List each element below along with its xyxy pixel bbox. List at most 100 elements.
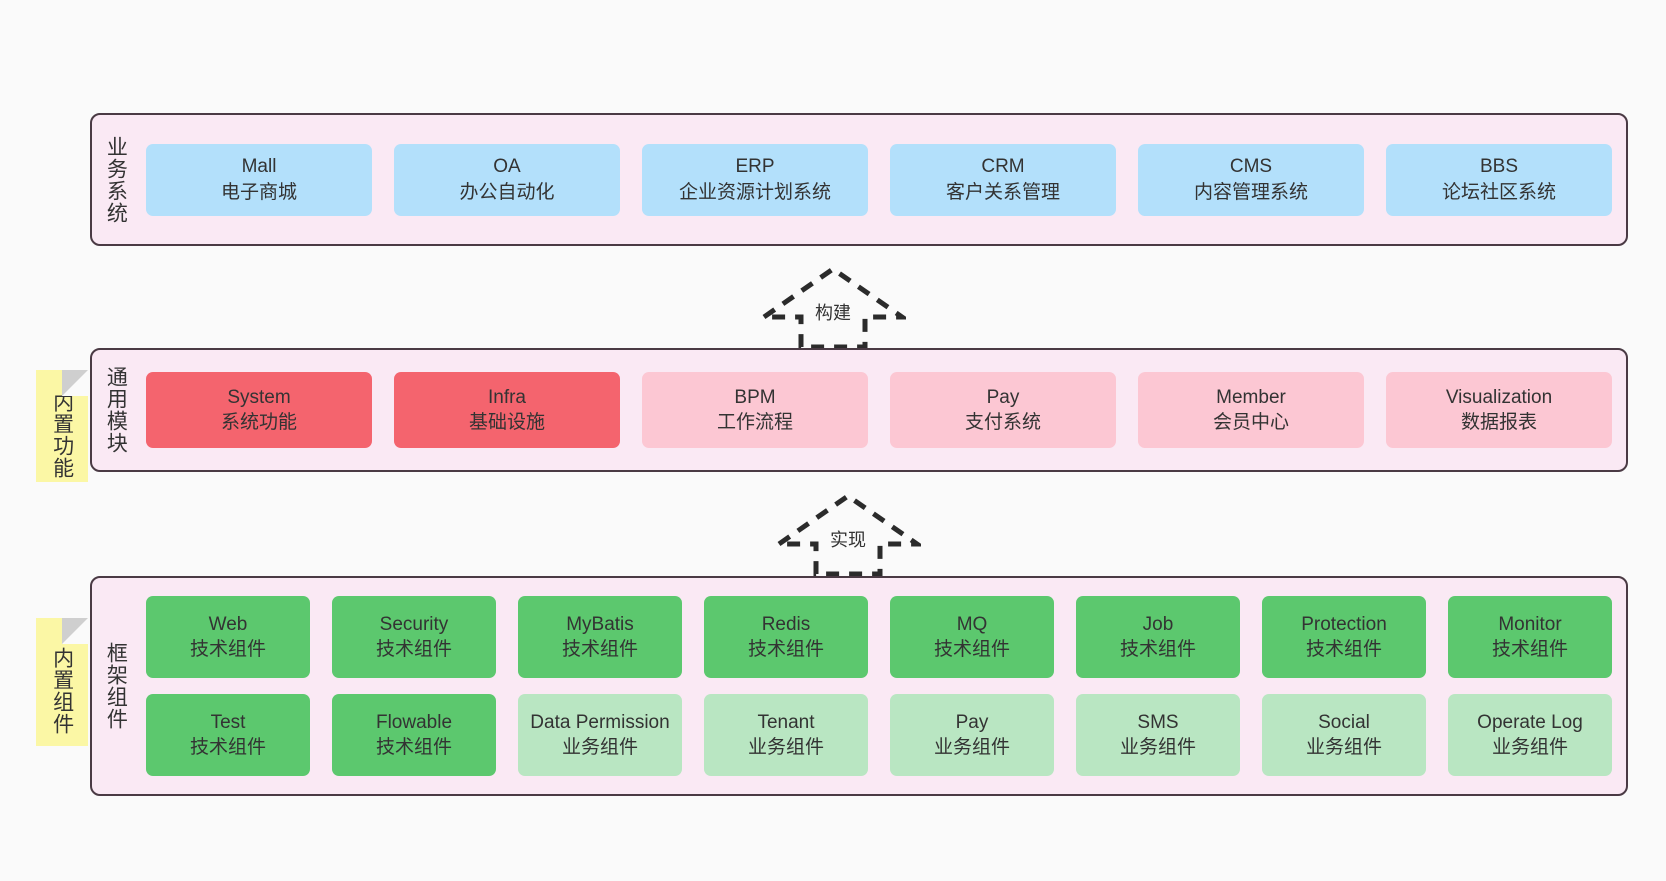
card-title: Pay bbox=[955, 711, 989, 733]
card-title: ERP bbox=[735, 156, 775, 178]
card-title: Tenant bbox=[757, 711, 815, 733]
card-subtitle: 业务组件 bbox=[1119, 737, 1196, 758]
card-title: Pay bbox=[986, 386, 1020, 408]
card-subtitle: 业务组件 bbox=[933, 737, 1010, 758]
sticky-note-label: 内置功能 bbox=[50, 391, 74, 479]
card-title: MQ bbox=[956, 613, 988, 635]
card-subtitle: 企业资源计划系统 bbox=[678, 181, 831, 203]
card-subtitle: 系统功能 bbox=[220, 412, 297, 433]
card-title: System bbox=[227, 386, 291, 408]
card-title: Visualization bbox=[1445, 386, 1553, 408]
card-member[interactable]: Member 会员中心 bbox=[1138, 372, 1364, 448]
card-title: CRM bbox=[981, 156, 1025, 178]
card-subtitle: 支付系统 bbox=[964, 412, 1041, 433]
implement-arrow-shape bbox=[775, 492, 921, 577]
card-test[interactable]: Test 技术组件 bbox=[146, 694, 310, 776]
card-subtitle: 业务组件 bbox=[747, 737, 824, 758]
card-title: Protection bbox=[1301, 613, 1387, 635]
card-redis[interactable]: Redis 技术组件 bbox=[704, 596, 868, 678]
implement-arrow: 实现 bbox=[775, 490, 921, 578]
card-title: Operate Log bbox=[1477, 711, 1583, 733]
card-subtitle: 技术组件 bbox=[375, 639, 452, 660]
card-tenant[interactable]: Tenant 业务组件 bbox=[704, 694, 868, 776]
card-title: CMS bbox=[1229, 156, 1273, 178]
card-cms[interactable]: CMS 内容管理系统 bbox=[1138, 143, 1364, 216]
layer-body-framework-component: Web 技术组件 Security 技术组件 MyBatis 技术组件 Redi… bbox=[138, 578, 1626, 794]
card-row: System 系统功能 Infra 基础设施 BPM 工作流程 Pay 支付系统… bbox=[146, 372, 1612, 448]
card-web[interactable]: Web 技术组件 bbox=[146, 596, 310, 678]
card-subtitle: 技术组件 bbox=[747, 639, 824, 660]
card-title: Redis bbox=[761, 613, 811, 635]
card-bbs[interactable]: BBS 论坛社区系统 bbox=[1386, 143, 1612, 216]
card-infra[interactable]: Infra 基础设施 bbox=[394, 372, 620, 448]
build-arrow-label: 构建 bbox=[815, 303, 851, 323]
card-subtitle: 基础设施 bbox=[468, 412, 545, 433]
card-job[interactable]: Job 技术组件 bbox=[1076, 596, 1240, 678]
layer-body-business-system: Mall 电子商城 OA 办公自动化 ERP 企业资源计划系统 CRM 客户关系… bbox=[138, 115, 1626, 244]
card-title: BBS bbox=[1479, 156, 1519, 178]
card-system[interactable]: System 系统功能 bbox=[146, 372, 372, 448]
card-title: Member bbox=[1216, 386, 1286, 408]
card-title: Flowable bbox=[375, 711, 453, 733]
card-social[interactable]: Social 业务组件 bbox=[1262, 694, 1426, 776]
card-title: SMS bbox=[1137, 711, 1179, 733]
implement-arrow-label: 实现 bbox=[830, 530, 866, 550]
card-oa[interactable]: OA 办公自动化 bbox=[394, 143, 620, 216]
card-subtitle: 工作流程 bbox=[716, 412, 793, 433]
card-subtitle: 业务组件 bbox=[561, 737, 638, 758]
card-title: Test bbox=[210, 711, 246, 733]
card-monitor[interactable]: Monitor 技术组件 bbox=[1448, 596, 1612, 678]
card-mall[interactable]: Mall 电子商城 bbox=[146, 143, 372, 216]
layer-title-common-module: 通用模块 bbox=[104, 366, 128, 454]
card-row: Web 技术组件 Security 技术组件 MyBatis 技术组件 Redi… bbox=[146, 596, 1612, 678]
card-operate-log[interactable]: Operate Log 业务组件 bbox=[1448, 694, 1612, 776]
layer-body-common-module: System 系统功能 Infra 基础设施 BPM 工作流程 Pay 支付系统… bbox=[138, 350, 1626, 470]
card-mq[interactable]: MQ 技术组件 bbox=[890, 596, 1054, 678]
card-row: Test 技术组件 Flowable 技术组件 Data Permission … bbox=[146, 694, 1612, 776]
card-subtitle: 电子商城 bbox=[220, 181, 297, 203]
card-title: Data Permission bbox=[530, 711, 670, 733]
card-subtitle: 业务组件 bbox=[1491, 737, 1568, 758]
card-subtitle: 论坛社区系统 bbox=[1441, 181, 1556, 203]
card-pay-business[interactable]: Pay 业务组件 bbox=[890, 694, 1054, 776]
card-title: MyBatis bbox=[566, 613, 634, 635]
card-flowable[interactable]: Flowable 技术组件 bbox=[332, 694, 496, 776]
card-pay[interactable]: Pay 支付系统 bbox=[890, 372, 1116, 448]
sticky-note-builtin-component: 内置组件 bbox=[36, 618, 88, 746]
card-visualization[interactable]: Visualization 数据报表 bbox=[1386, 372, 1612, 448]
card-security[interactable]: Security 技术组件 bbox=[332, 596, 496, 678]
layer-business-system: 业务系统 Mall 电子商城 OA 办公自动化 ERP 企业资源计划系统 CRM… bbox=[90, 113, 1628, 246]
card-sms[interactable]: SMS 业务组件 bbox=[1076, 694, 1240, 776]
card-erp[interactable]: ERP 企业资源计划系统 bbox=[642, 143, 868, 216]
card-data-permission[interactable]: Data Permission 业务组件 bbox=[518, 694, 682, 776]
build-arrow: 构建 bbox=[760, 263, 906, 351]
card-subtitle: 技术组件 bbox=[933, 639, 1010, 660]
card-subtitle: 会员中心 bbox=[1212, 412, 1289, 433]
card-title: Web bbox=[208, 613, 248, 635]
card-subtitle: 技术组件 bbox=[375, 737, 452, 758]
card-subtitle: 客户关系管理 bbox=[945, 181, 1060, 203]
card-crm[interactable]: CRM 客户关系管理 bbox=[890, 143, 1116, 216]
card-subtitle: 业务组件 bbox=[1305, 737, 1382, 758]
sticky-note-label: 内置组件 bbox=[50, 647, 74, 735]
card-row: Mall 电子商城 OA 办公自动化 ERP 企业资源计划系统 CRM 客户关系… bbox=[146, 143, 1612, 216]
card-subtitle: 内容管理系统 bbox=[1193, 181, 1308, 203]
card-title: OA bbox=[493, 156, 521, 178]
card-bpm[interactable]: BPM 工作流程 bbox=[642, 372, 868, 448]
sticky-note-builtin-function: 内置功能 bbox=[36, 370, 88, 482]
card-title: Monitor bbox=[1498, 613, 1562, 635]
card-title: Mall bbox=[241, 156, 277, 178]
build-arrow-shape bbox=[760, 265, 906, 350]
card-subtitle: 办公自动化 bbox=[459, 181, 555, 203]
card-title: Infra bbox=[487, 386, 527, 408]
layer-framework-component: 框架组件 Web 技术组件 Security 技术组件 MyBatis 技术组件… bbox=[90, 576, 1628, 796]
layer-common-module: 通用模块 System 系统功能 Infra 基础设施 BPM 工作流程 Pay… bbox=[90, 348, 1628, 472]
card-subtitle: 技术组件 bbox=[189, 639, 266, 660]
card-subtitle: 技术组件 bbox=[1491, 639, 1568, 660]
card-protection[interactable]: Protection 技术组件 bbox=[1262, 596, 1426, 678]
card-title: BPM bbox=[734, 386, 776, 408]
card-title: Security bbox=[379, 613, 449, 635]
card-title: Social bbox=[1318, 711, 1370, 733]
card-mybatis[interactable]: MyBatis 技术组件 bbox=[518, 596, 682, 678]
